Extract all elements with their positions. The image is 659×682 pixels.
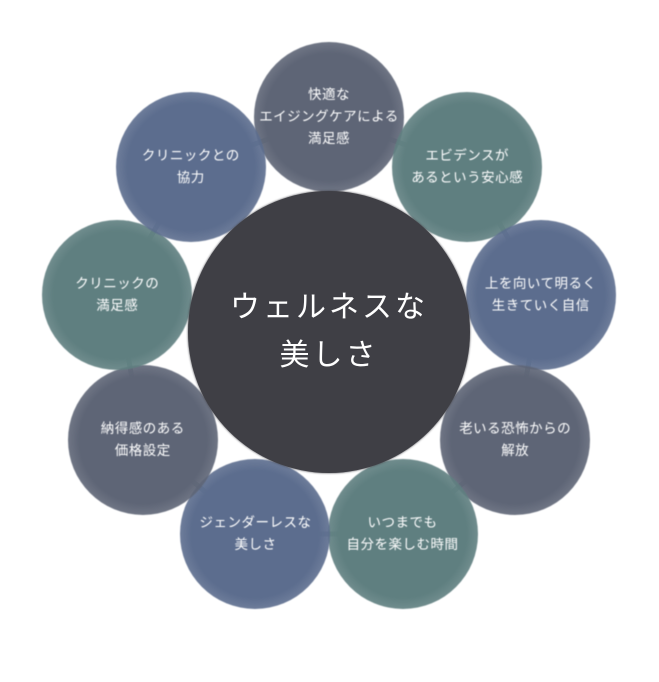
center-circle: ウェルネスな 美しさ — [188, 191, 470, 473]
node-label-enjoy: いつまでも 自分を楽しむ時間 — [346, 515, 459, 554]
node-positive: 上を向いて明るく 生きていく自信 — [465, 219, 616, 370]
node-label-positive: 上を向いて明るく 生きていく自信 — [484, 275, 597, 314]
node-label-release: 老いる恐怖からの 解放 — [459, 420, 572, 459]
node-label-comfort: 快適な エイジングケアによる 満足感 — [259, 87, 399, 147]
node-label-clinic-satisfaction: クリニックの 満足感 — [75, 275, 160, 314]
node-genderless: ジェンダーレスな 美しさ — [180, 459, 331, 610]
node-label-genderless: ジェンダーレスな 美しさ — [199, 515, 312, 554]
node-evidence: エビデンスが あるという安心感 — [392, 92, 543, 243]
node-price: 納得感のある 価格設定 — [67, 364, 218, 515]
node-label-price: 納得感のある 価格設定 — [100, 420, 185, 459]
node-clinic-satisfaction: クリニックの 満足感 — [42, 219, 193, 370]
node-release: 老いる恐怖からの 解放 — [440, 364, 591, 515]
node-clinic-collab: クリニックとの 協力 — [115, 92, 266, 243]
node-enjoy: いつまでも 自分を楽しむ時間 — [327, 459, 478, 610]
center-label: ウェルネスな 美しさ — [230, 290, 428, 373]
node-label-evidence: エビデンスが あるという安心感 — [411, 148, 524, 187]
node-label-clinic-collab: クリニックとの 協力 — [141, 148, 240, 187]
node-comfort: 快適な エイジングケアによる 満足感 — [254, 42, 404, 192]
